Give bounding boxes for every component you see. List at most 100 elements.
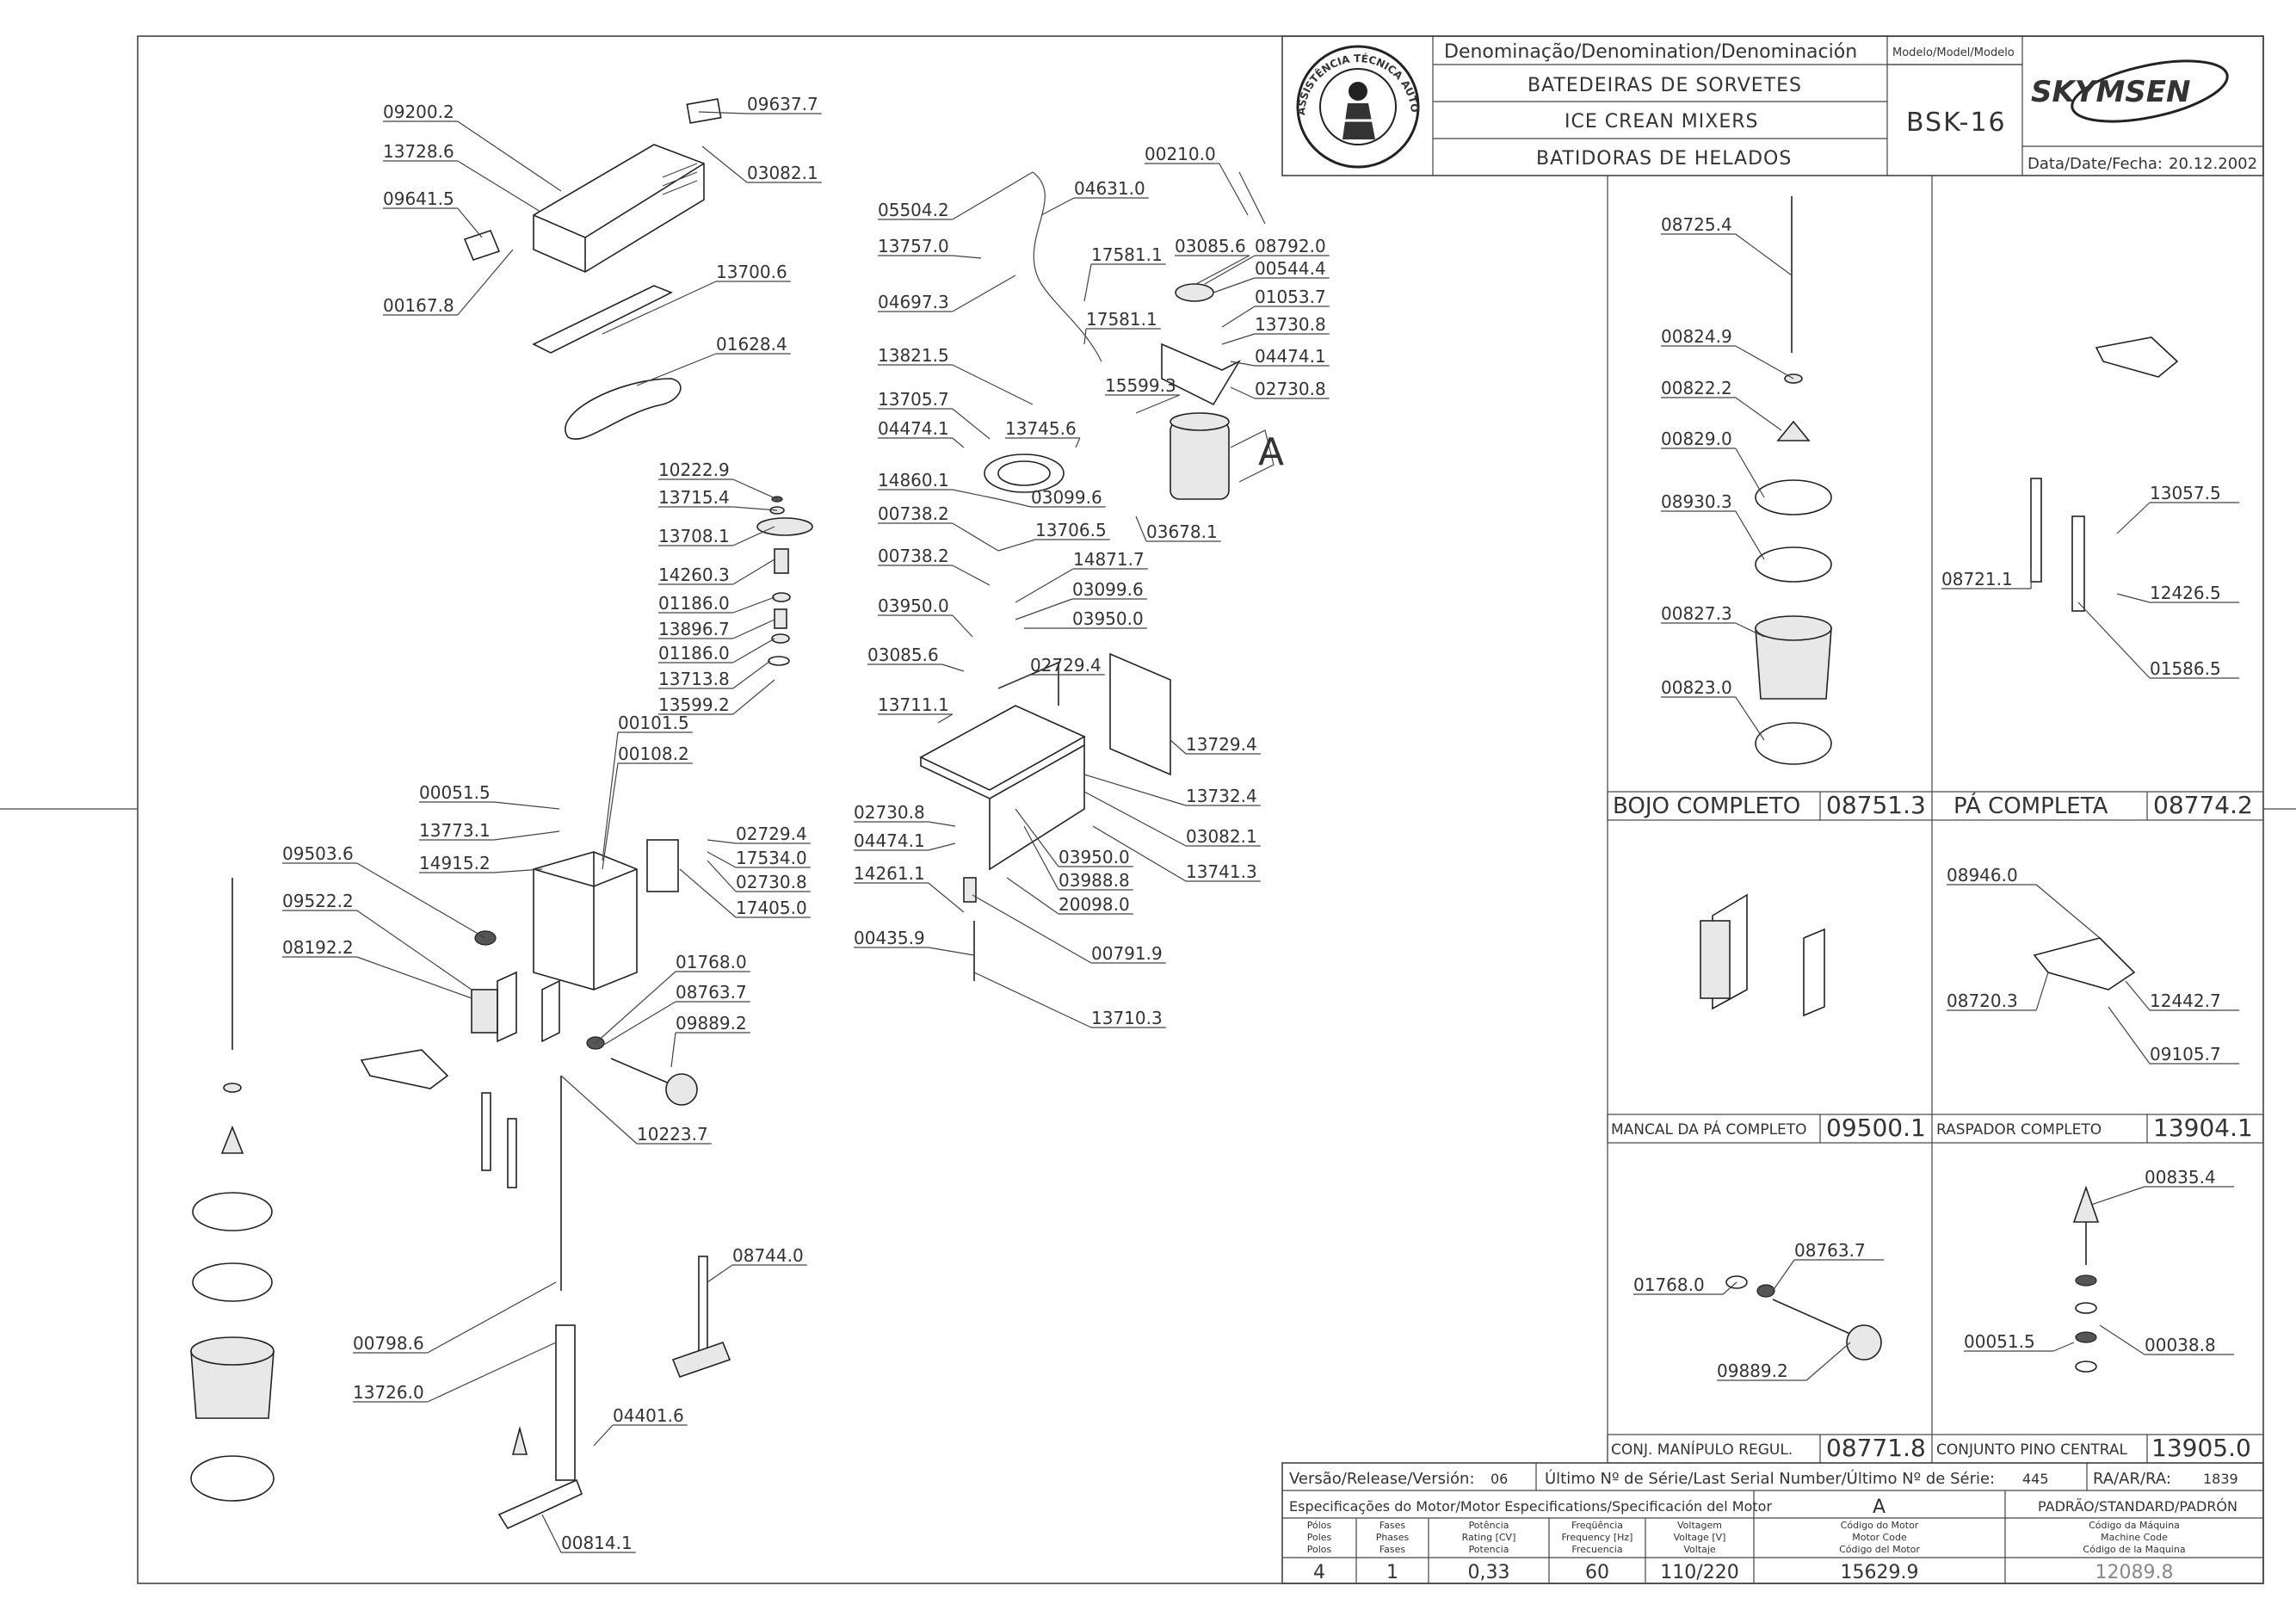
poles-label-en: Poles [1307,1532,1332,1543]
part-label-p51: 13821.5 [878,345,1034,405]
part-label-p61: 03678.1 [1135,515,1221,542]
part-label-p63: 00738.2 [878,546,991,586]
part-number-text: 00822.2 [1661,378,1732,398]
part-label-p17: 13599.2 [658,679,775,715]
part-label-p44: 03085.6 [1175,236,1250,285]
leader-line [928,821,956,827]
leader-line [1772,1259,1795,1292]
part-number-text: 01628.4 [716,334,787,355]
part-number-text: 08721.1 [1941,569,2013,589]
part-number-text: 17405.0 [736,898,807,918]
gasket-drawing [532,285,673,354]
part-label-p46: 00544.4 [1213,258,1330,293]
part-label-p54: 02730.8 [1230,379,1330,399]
assembly-bearing-name: MANCAL DA PÁ COMPLETO [1611,1120,1807,1139]
leader-line [952,171,1034,220]
leader-line [1735,447,1765,498]
part-number-text: 03082.1 [747,163,818,183]
part-number-text: 02730.8 [854,802,925,823]
leader-line [997,539,1036,552]
leader-line [952,364,1034,405]
part-label-p48: 17581.1 [1083,309,1161,345]
part-number-text: 00814.1 [561,1533,633,1553]
part-label-p37: 04401.6 [593,1405,688,1447]
assembly-pin-code: 13905.0 [2151,1434,2251,1462]
leader-line [1735,233,1793,276]
part-label-p7: 13700.6 [602,262,791,335]
part-label-p16: 13713.8 [658,660,771,689]
part-number-text: 13708.1 [658,526,730,546]
release-block: Versão/Release/Versión: 06 Último Nº de … [1281,1462,2264,1584]
ra-label: RA/AR/RA: [2093,1470,2171,1488]
leader-line [2116,593,2151,603]
model-header: Modelo/Model/Modelo [1892,46,2015,59]
part-number-text: 00829.0 [1661,429,1732,449]
part-number-text: 13773.1 [419,820,491,841]
part-number-text: 03099.6 [1031,487,1102,508]
part-number-text: 05504.2 [878,200,949,220]
part-number-text: 13745.6 [1005,418,1077,439]
part-label-p96: 08720.3 [1947,972,2049,1011]
phases-label-es: Fases [1379,1544,1406,1555]
part-number-text: 08192.2 [282,937,354,958]
poles-value: 4 [1313,1562,1325,1583]
leader-line [941,663,965,672]
leader-line [1735,345,1794,380]
part-label-p20: 00051.5 [419,782,560,810]
power-label-es: Potencia [1469,1544,1509,1555]
leader-line [2108,1006,2151,1065]
leader-line [2035,884,2101,939]
leader-line [928,947,975,956]
part-number-text: 17581.1 [1086,309,1157,330]
part-label-p13: 01186.0 [658,593,775,614]
leader-line [1075,437,1081,448]
part-label-p60: 00738.2 [878,503,999,552]
standard-label: PADRÃO/STANDARD/PADRÓN [2038,1498,2237,1515]
part-number-text: 13715.4 [658,487,730,508]
part-number-text: 01768.0 [676,952,747,972]
part-label-p23: 02729.4 [707,824,811,844]
power-label-en: Rating [CV] [1462,1532,1516,1543]
product-name-es: BATIDORAS DE HELADOS [1536,148,1792,170]
part-number-text: 14260.3 [658,565,730,585]
leader-line [457,207,483,238]
part-number-text: 00827.3 [1661,603,1732,624]
leader-line [997,498,1032,508]
leader-line [1040,197,1075,216]
part-number-text: 04474.1 [854,830,925,851]
part-number-text: 13599.2 [658,694,730,715]
leader-line [2077,602,2151,679]
part-number-text: 00038.8 [2145,1335,2216,1355]
leader-line [595,971,676,1044]
leader-line [1083,263,1092,302]
part-number-text: 00738.2 [878,503,949,524]
part-label-p53: 15599.3 [1105,375,1181,414]
leader-line [732,679,775,715]
part-number-text: 00108.2 [618,744,689,764]
part-label-p10: 13715.4 [658,487,778,511]
part-number-text: 10223.7 [637,1124,708,1145]
part-number-text: 09200.2 [383,102,454,122]
leader-line [707,839,737,844]
part-number-text: 04474.1 [1255,346,1326,367]
leader-line [952,489,999,500]
leader-line [701,145,748,183]
title-block: ASSISTÊNCIA TÉCNICA AUTORIZADA Denominaç… [0,0,2264,176]
part-drawings: A [190,98,2179,1530]
part-label-p102: 00051.5 [1964,1331,2075,1352]
part-label-p22: 14915.2 [419,853,543,873]
leader-line [356,956,472,999]
part-number-text: 04697.3 [878,292,949,312]
part-number-text: 09105.7 [2150,1044,2221,1065]
part-label-p86: 00822.2 [1661,378,1782,431]
leader-line [1735,696,1765,741]
part-number-text: 00435.9 [854,928,925,948]
part-number-text: 13821.5 [878,345,949,366]
leader-line [973,972,1092,1028]
part-label-p67: 03950.0 [1024,608,1147,629]
leader-line [1735,622,1765,638]
leader-line [952,275,1016,312]
part-label-p21: 13773.1 [419,820,560,841]
phases-label-pt: Fases [1379,1520,1406,1531]
